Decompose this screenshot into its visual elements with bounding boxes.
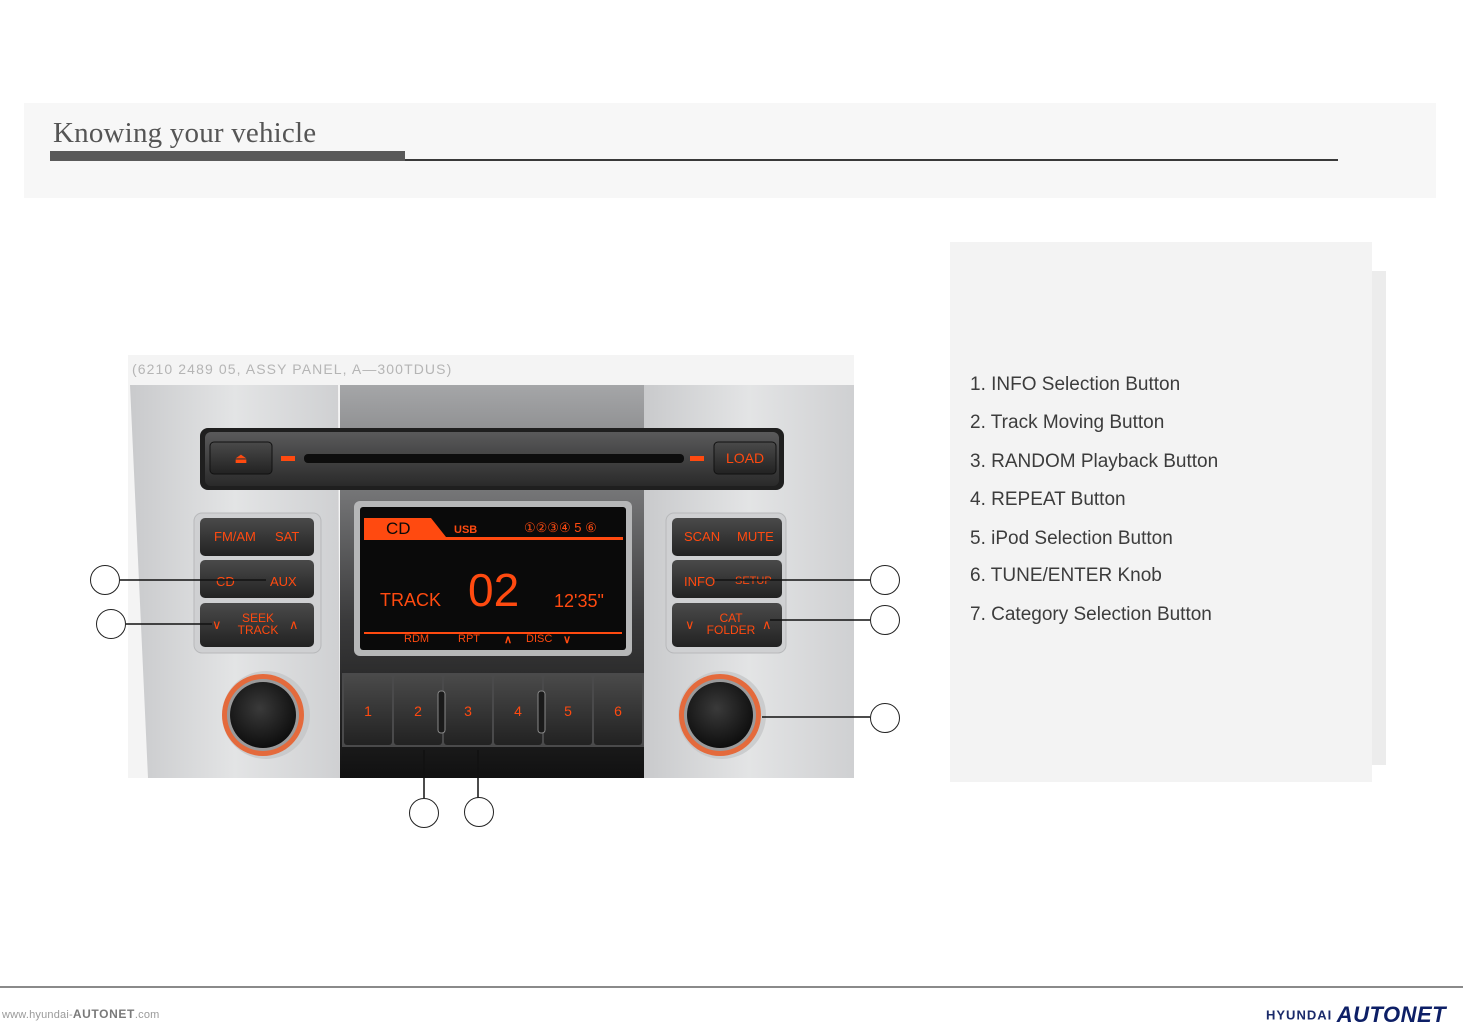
callout-circle: [90, 565, 120, 595]
setup-label[interactable]: SETUP: [735, 575, 772, 587]
display-screen: [360, 507, 626, 650]
footer-url-suffix: .com: [134, 1009, 160, 1021]
info-setup-button: [672, 560, 782, 598]
seek-track-label[interactable]: SEEK TRACK: [237, 611, 279, 637]
preset-6-button: [594, 675, 642, 745]
preset-1-button: [344, 675, 392, 745]
mute-label[interactable]: MUTE: [737, 529, 774, 544]
load-button-label[interactable]: LOAD: [725, 450, 765, 466]
folder-up-icon[interactable]: ∧: [762, 617, 772, 632]
preset-5-button: [544, 675, 592, 745]
preset-4-button: [494, 675, 542, 745]
legend-item: 7. Category Selection Button: [970, 604, 1212, 625]
callout-circle: [870, 703, 900, 733]
preset-6-label[interactable]: 6: [614, 703, 622, 719]
eject-icon[interactable]: ⏏: [234, 449, 248, 466]
footer-url-brand: AUTONET: [72, 1007, 135, 1021]
callout-circle: [409, 798, 439, 828]
legend-item: 4. REPEAT Button: [970, 489, 1126, 510]
scan-mute-button: [672, 518, 782, 556]
part-number-label: (6210 2489 05, ASSY PANEL, A—300TDUS): [132, 361, 453, 377]
display-mode: CD: [386, 519, 411, 538]
preset-4-label[interactable]: 4: [514, 703, 522, 719]
preset-2-label[interactable]: 2: [414, 703, 422, 719]
seek-down-icon[interactable]: ∨: [212, 617, 222, 632]
callout-circle: [870, 605, 900, 635]
title-rule: [405, 159, 1338, 161]
cd-label[interactable]: CD: [216, 574, 235, 589]
legend-item: 1. INFO Selection Button: [970, 374, 1181, 395]
cd-aux-button: [200, 560, 314, 598]
legend-panel: [950, 242, 1372, 782]
cat-folder-label[interactable]: CAT FOLDER: [706, 611, 756, 637]
seek-up-icon[interactable]: ∧: [289, 617, 299, 632]
legend-item: 3. RANDOM Playback Button: [970, 451, 1219, 472]
footer-autonet-logo: AUTONET: [1336, 1002, 1447, 1027]
preset-2-button: [394, 675, 442, 745]
title-underline-bar: [50, 151, 405, 161]
preset-5-label[interactable]: 5: [564, 703, 572, 719]
display-track-label: TRACK: [380, 590, 442, 610]
callout-circle: [96, 609, 126, 639]
footer-rule: [0, 986, 1463, 988]
info-label[interactable]: INFO: [684, 574, 716, 589]
audio-unit-illustration: [130, 385, 854, 778]
header-band: [24, 103, 1436, 198]
display-rdm: RDM: [404, 633, 430, 645]
preset-1-label[interactable]: 1: [364, 703, 372, 719]
page-title: Knowing your vehicle: [53, 117, 317, 149]
display-track-number: 02: [468, 564, 520, 616]
footer-url-prefix: www.hyundai-: [2, 1009, 73, 1021]
audio-unit-diagram: (6210 2489 05, ASSY PANEL, A—300TDUS): [128, 355, 854, 778]
seek-track-button: [200, 603, 314, 647]
tune-enter-knob: [687, 682, 753, 748]
legend-item: 2. Track Moving Button: [970, 412, 1165, 433]
display-discs: ①②③④ 5 ⑥: [524, 520, 597, 535]
cd-slot: [304, 454, 684, 463]
display-disc-down-icon: ∨: [563, 634, 572, 646]
display-disc-up-icon: ∧: [504, 634, 513, 646]
footer-url: www.hyundai-AUTONET.com: [2, 1007, 160, 1021]
callout-circle: [870, 565, 900, 595]
display-rpt: RPT: [458, 633, 480, 645]
cat-folder-button: [672, 603, 782, 647]
eject-button: [209, 441, 273, 475]
sat-label[interactable]: SAT: [275, 529, 300, 544]
callout-circle: [464, 797, 494, 827]
display-time: 12'35": [554, 591, 604, 611]
legend-panel-edge: [1370, 271, 1386, 765]
fm-am-label[interactable]: FM/AM: [214, 529, 256, 544]
folder-down-icon[interactable]: ∨: [685, 617, 695, 632]
aux-label[interactable]: AUX: [270, 574, 297, 589]
display-disc: DISC: [526, 633, 553, 645]
display-source: USB: [454, 524, 478, 536]
load-button: [713, 441, 777, 475]
legend-item: 6. TUNE/ENTER Knob: [970, 565, 1162, 586]
scan-label[interactable]: SCAN: [684, 529, 721, 544]
fm-am-sat-button: [200, 518, 314, 556]
preset-3-button: [444, 675, 492, 745]
volume-knob: [230, 682, 296, 748]
preset-3-label[interactable]: 3: [464, 703, 472, 719]
legend-item: 5. iPod Selection Button: [970, 528, 1173, 549]
footer-brand-logo: HYUNDAI AUTONET: [1266, 1002, 1446, 1028]
footer-brand-name: HYUNDAI: [1266, 1007, 1333, 1023]
